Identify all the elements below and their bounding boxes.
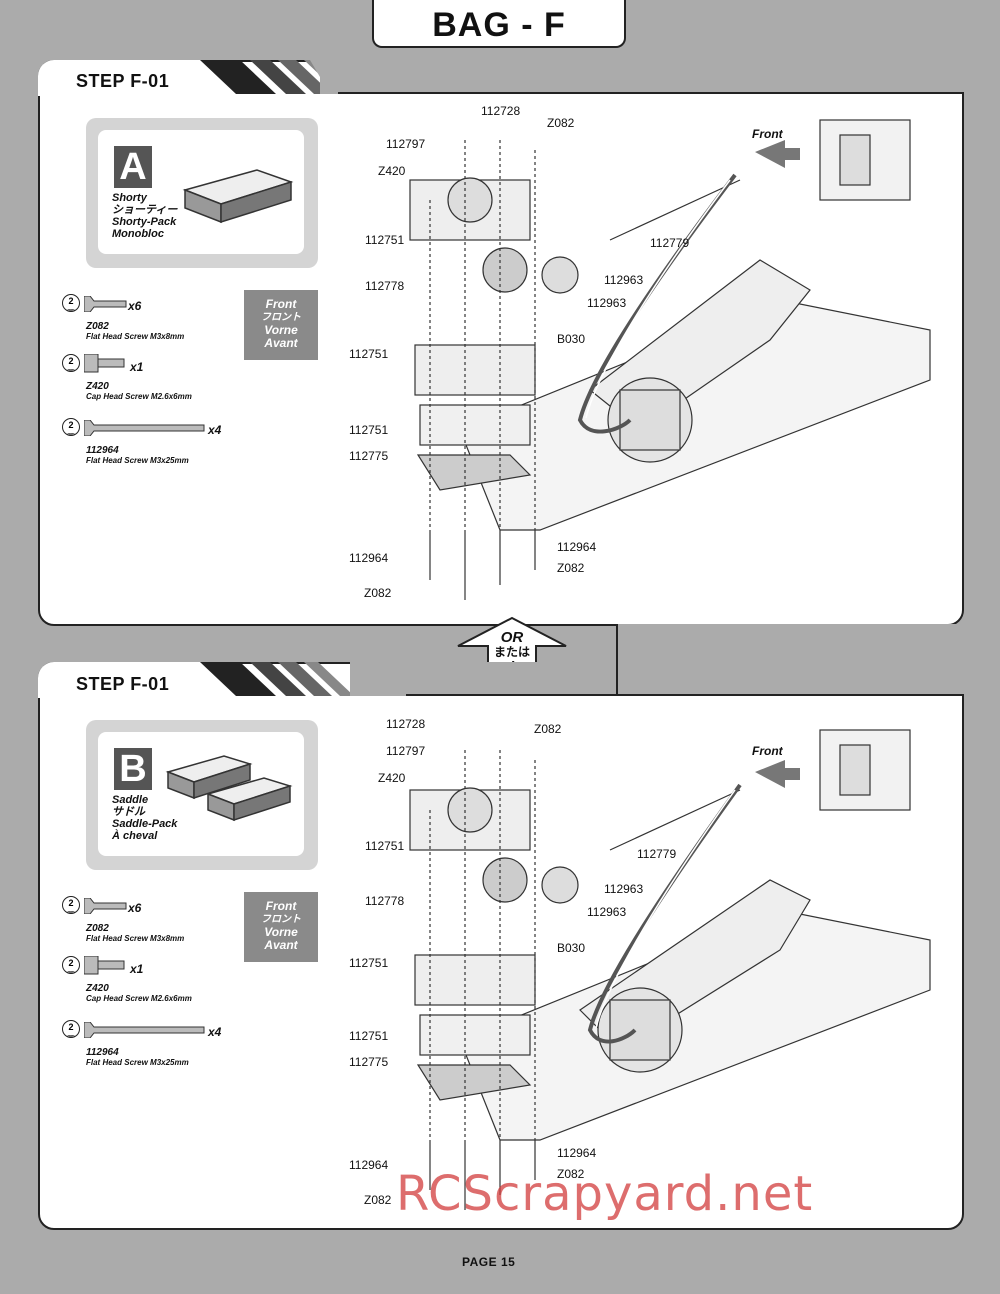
pack-name: Saddle サドル Saddle-Pack À cheval	[112, 794, 178, 842]
pack-name: Shorty ショーティー Shorty-Pack Monobloc	[112, 192, 178, 240]
front-arrow-icon	[755, 140, 800, 168]
front-legend: Front フロント Vorne Avant	[244, 892, 318, 962]
long-flat-head-screw-icon	[84, 420, 205, 436]
step-label: STEP F-01	[76, 674, 170, 694]
step-label: STEP F-01	[76, 71, 170, 91]
page-number: PAGE 15	[462, 1255, 516, 1269]
long-flat-head-screw-icon	[84, 1022, 205, 1038]
pack-letter: B	[114, 748, 152, 790]
bag-title-tab: BAG - F	[372, 0, 626, 48]
pack-inset: B Saddle サドル Saddle-Pack À cheval	[86, 720, 318, 870]
assembly-diagram	[409, 729, 931, 1210]
flat-head-screw-icon	[84, 898, 127, 914]
front-arrow-icon	[755, 760, 800, 788]
header-stripes	[200, 662, 420, 696]
flat-head-screw-icon	[84, 296, 127, 312]
watermark: RCScrapyard.net	[396, 1166, 814, 1222]
assembly-diagram	[409, 119, 931, 600]
battery-saddle-icon	[165, 755, 293, 822]
cap-head-screw-icon	[84, 956, 125, 975]
front-legend: Front フロント Vorne Avant	[244, 290, 318, 360]
cap-head-screw-icon	[84, 354, 125, 373]
battery-shorty-icon	[182, 169, 294, 224]
pack-letter: A	[114, 146, 152, 188]
pack-inset: A Shorty ショーティー Shorty-Pack Monobloc	[86, 118, 318, 268]
bag-title: BAG - F	[432, 6, 566, 44]
